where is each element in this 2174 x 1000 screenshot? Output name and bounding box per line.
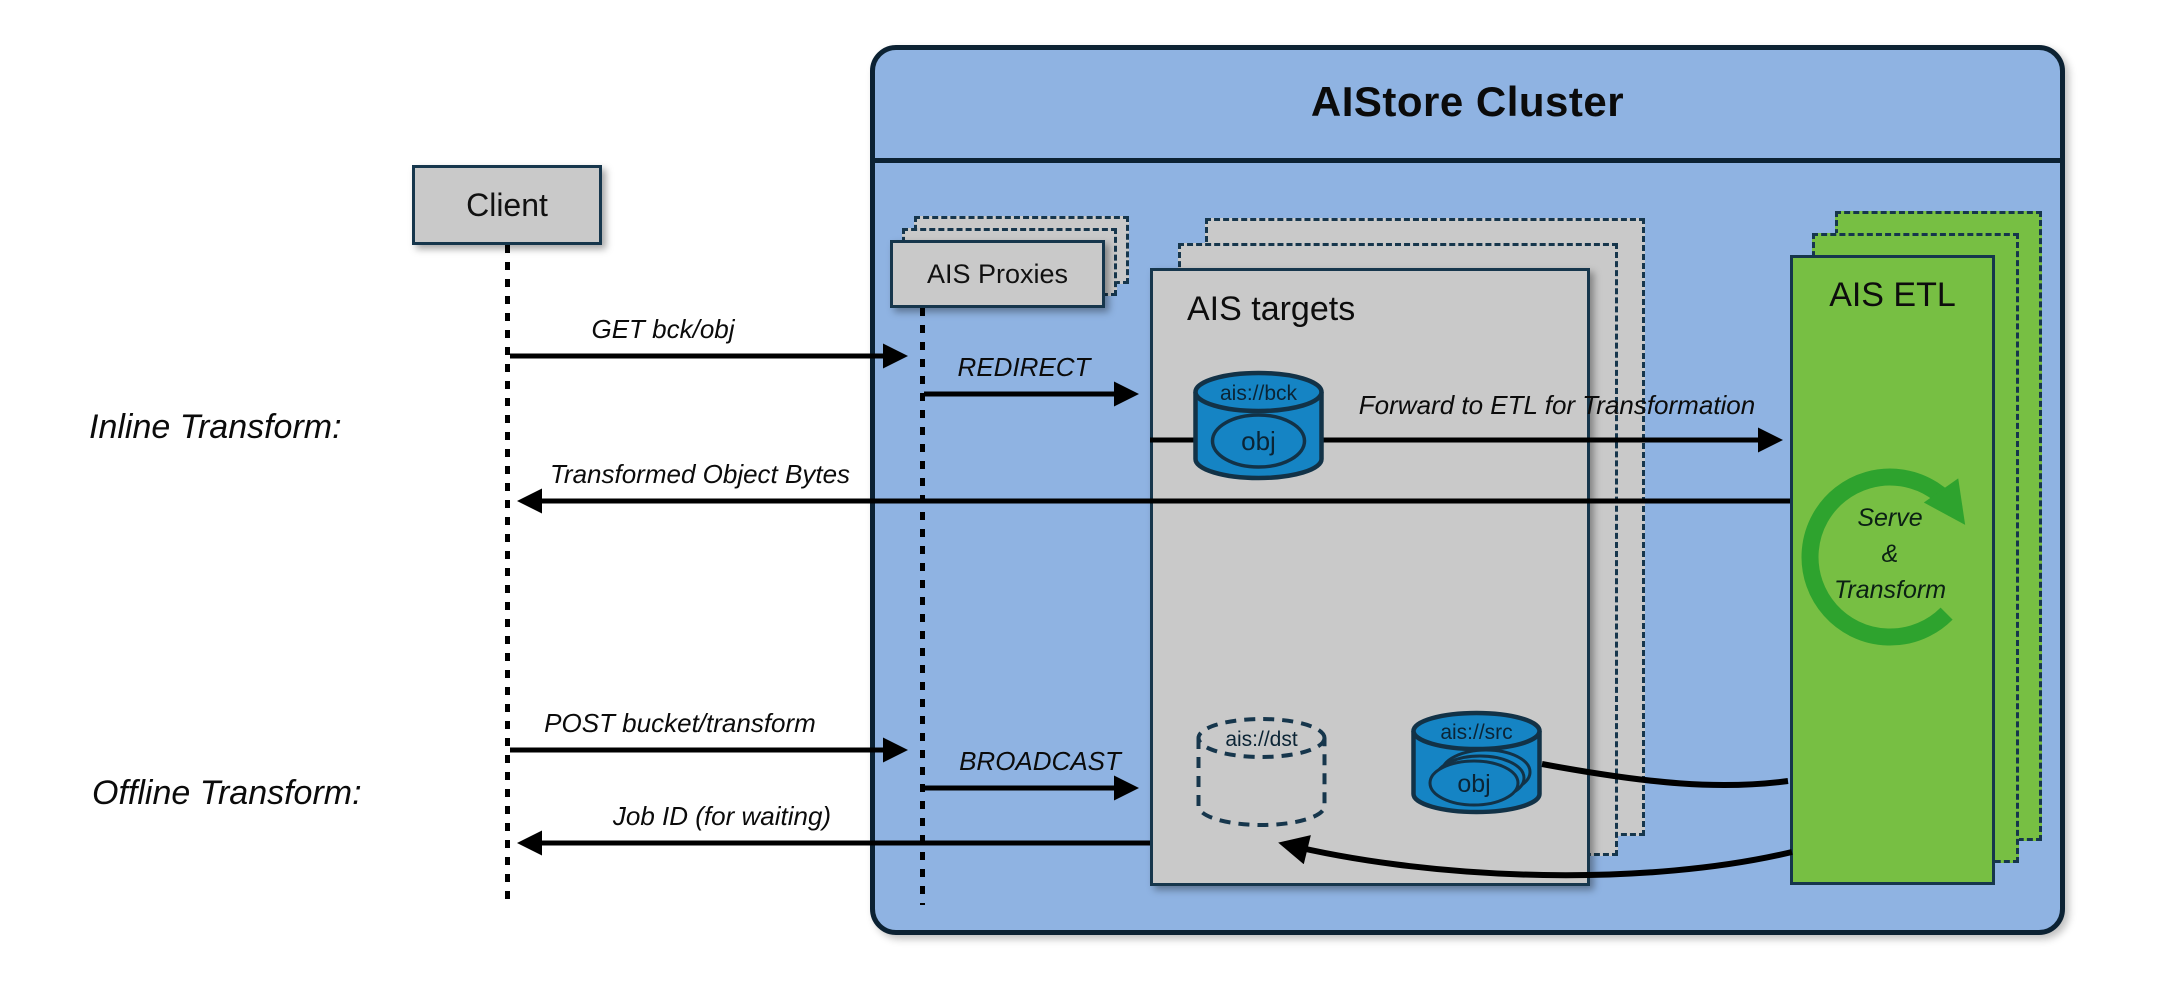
- serve-transform-loop-icon: [1801, 468, 1966, 646]
- bck-obj-oval: [1210, 413, 1307, 469]
- offline-transform-label: Offline Transform:: [92, 774, 362, 812]
- inline-transform-label: Inline Transform:: [89, 408, 342, 446]
- bucket-src-cylinder: ais://src obj: [1411, 710, 1542, 815]
- message-post-label: POST bucket/transform: [544, 708, 816, 738]
- loop-line-1: Serve: [1857, 504, 1923, 532]
- proxies-lifeline: [920, 308, 925, 905]
- etl-to-dst-curve-arrow: [1278, 835, 1793, 879]
- client-label: Client: [466, 186, 548, 223]
- etl-node: [1790, 255, 1995, 885]
- bucket-bck-cylinder: ais://bck obj: [1193, 370, 1324, 481]
- client-lifeline: [505, 245, 510, 903]
- targets-label: AIS targets: [1187, 290, 1356, 328]
- message-transformed-label: Transformed Object Bytes: [549, 459, 851, 489]
- etl-label: AIS ETL: [1829, 276, 1956, 314]
- src-obj-oval: [1428, 759, 1520, 807]
- bucket-bck-label: ais://bck: [1220, 382, 1298, 405]
- message-get-label: GET bck/obj: [591, 314, 735, 344]
- loop-line-2: &: [1881, 540, 1899, 568]
- proxies-node: AIS Proxies: [890, 240, 1105, 308]
- src-to-etl-curve: [1541, 761, 1789, 789]
- message-forward-label: Forward to ETL for Transformation: [1358, 390, 1756, 420]
- bucket-src-obj-label: obj: [1457, 770, 1490, 798]
- proxies-label: AIS Proxies: [926, 258, 1069, 289]
- message-jobid-label: Job ID (for waiting): [612, 801, 832, 831]
- message-redirect-label: REDIRECT: [957, 352, 1091, 382]
- bucket-src-label: ais://src: [1440, 721, 1512, 744]
- cluster-title-divider: [870, 158, 2065, 163]
- loop-line-3: Transform: [1833, 576, 1947, 604]
- bucket-dst-label: ais://dst: [1225, 728, 1298, 751]
- client-node: Client: [412, 165, 602, 245]
- cluster-title: AIStore Cluster: [1310, 78, 1625, 125]
- message-broadcast-label: BROADCAST: [959, 746, 1121, 776]
- bucket-dst-cylinder: ais://dst: [1196, 717, 1327, 827]
- serve-transform-label: Serve & Transform: [1798, 500, 1982, 608]
- bucket-bck-obj-label: obj: [1241, 426, 1276, 456]
